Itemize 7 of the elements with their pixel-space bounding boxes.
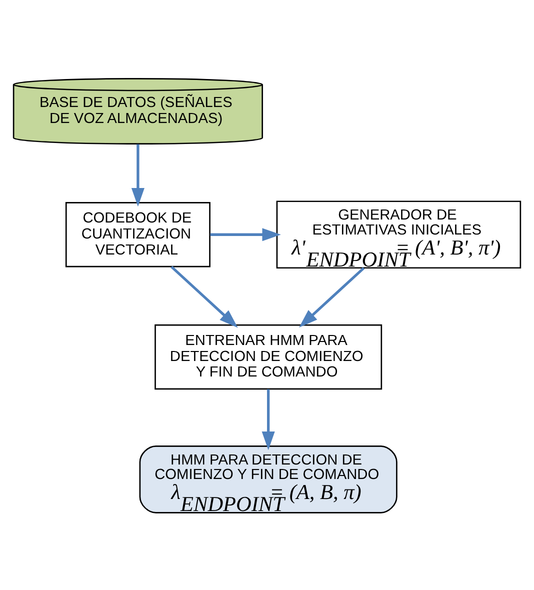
- arrow: [170, 265, 238, 328]
- node-box: CODEBOOK DE CUANTIZACION VECTORIAL: [65, 202, 210, 267]
- arrow: [131, 144, 144, 206]
- node-box: ENTRENAR HMM PARA DETECCION DE COMIENZO Y FIN DE COMANDO: [154, 324, 382, 390]
- arrow: [299, 266, 365, 327]
- arrow: [210, 228, 281, 241]
- arrow: [262, 388, 275, 450]
